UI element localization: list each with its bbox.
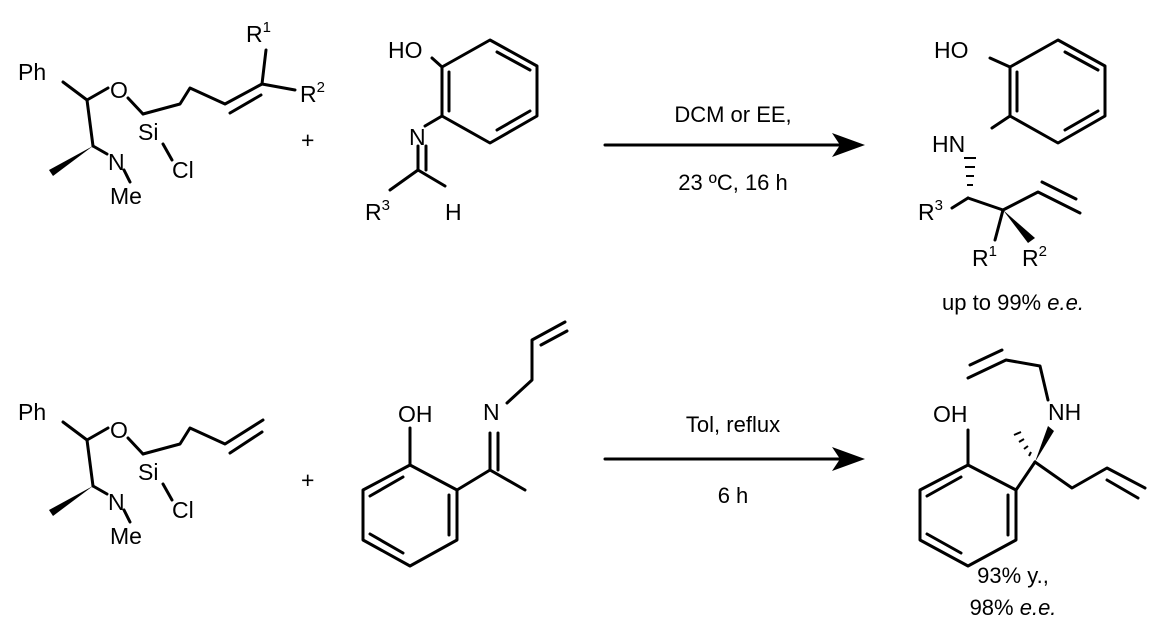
homoallylic-amine-product-1: HO HN R3 R1 R2 up to 99% e.e.	[918, 37, 1107, 315]
r1-label: R1	[246, 19, 271, 47]
conditions-below-2: 6 h	[718, 483, 749, 508]
hydroxyl-label: OH	[398, 401, 433, 427]
plus-sign-2: +	[301, 467, 314, 493]
oxygen-label: O	[110, 77, 128, 103]
r2-label: R2	[300, 79, 325, 107]
phenyl-label: Ph	[18, 59, 46, 85]
methyl-label: Me	[110, 523, 142, 549]
conditions-above-2: Tol, reflux	[686, 412, 780, 437]
chlorine-label: Cl	[172, 157, 194, 183]
chlorine-label: Cl	[172, 497, 194, 523]
plus-sign-1: +	[301, 127, 314, 153]
hydroxyl-label: HO	[388, 37, 423, 63]
r2-label: R2	[1022, 243, 1047, 271]
imine-nitrogen-label: N	[409, 124, 426, 150]
phenyl-label: Ph	[18, 399, 46, 425]
allylsilane-reagent-1: Ph O Si N Cl Me R1 R2	[18, 19, 325, 209]
hydroxyl-label: OH	[933, 401, 968, 427]
imine-nitrogen-label: N	[483, 399, 500, 425]
enantioselectivity-note-2: 98% e.e.	[970, 595, 1057, 620]
enantioselectivity-note-1: up to 99% e.e.	[942, 290, 1084, 315]
conditions-above-1: DCM or EE,	[674, 102, 791, 127]
amine-label: NH	[1048, 399, 1081, 425]
reaction-arrow-1: DCM or EE, 23 ºC, 16 h	[603, 102, 865, 195]
r3-label: R3	[918, 197, 943, 225]
r1-label: R1	[972, 243, 997, 271]
ketimine-substrate-2: OH N	[361, 320, 569, 568]
reaction-arrow-2: Tol, reflux 6 h	[603, 412, 865, 508]
r3-label: R3	[365, 197, 390, 225]
imine-hydrogen-label: H	[445, 199, 462, 225]
silicon-label: Si	[138, 119, 158, 145]
conditions-below-1: 23 ºC, 16 h	[678, 170, 788, 195]
yield-note-2: 93% y.,	[977, 563, 1049, 588]
aldimine-substrate-1: HO N R3 H	[365, 37, 539, 225]
allylsilane-reagent-2: Ph O Si N Cl Me	[18, 399, 265, 549]
homoallylic-amine-product-2: OH NH 93% y., 98% e.e.	[918, 348, 1147, 620]
nitrogen-label: N	[108, 149, 125, 175]
hydroxyl-label: HO	[934, 37, 969, 63]
silicon-label: Si	[138, 459, 158, 485]
amine-label: HN	[932, 131, 965, 157]
nitrogen-label: N	[108, 489, 125, 515]
methyl-label: Me	[110, 183, 142, 209]
oxygen-label: O	[110, 417, 128, 443]
